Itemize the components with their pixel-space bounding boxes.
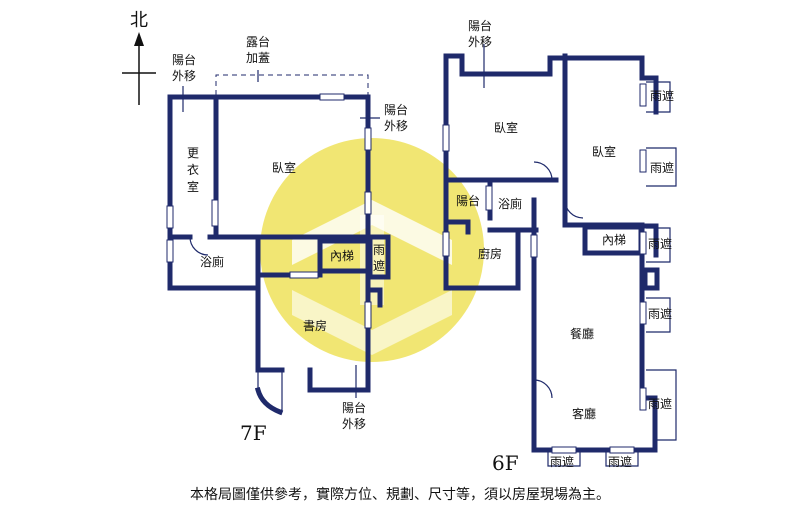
bedroom7-label: 臥室 <box>272 160 296 175</box>
balcony6-move-1: 陽台 <box>468 18 492 33</box>
closet-label-2: 衣 <box>187 162 199 177</box>
bed6r-door-arc <box>564 199 584 219</box>
bed6-door-arc <box>533 161 553 181</box>
rain-shelter-outlines <box>547 81 677 467</box>
balcony-move-s-2: 外移 <box>342 417 366 431</box>
floor-6f-labels: 陽台 外移 臥室 臥室 陽台 浴廁 廚房 內梯 餐廳 客廳 雨遮 雨遮 雨遮 雨… <box>456 18 674 475</box>
bath7-label: 浴廁 <box>200 254 224 269</box>
balcony-move-ne-1: 陽台 <box>384 102 408 117</box>
living-label: 客廳 <box>572 406 596 421</box>
closet-label-3: 室 <box>187 179 199 194</box>
rain7-label-1: 雨 <box>373 243 385 257</box>
terrace-dashed <box>215 74 369 95</box>
dining-label: 餐廳 <box>570 326 594 341</box>
bath6-label: 浴廁 <box>498 196 522 211</box>
floor-6f-title: 6F <box>492 451 519 475</box>
balcony-move-ne-2: 外移 <box>384 119 408 133</box>
bedroom6-left-label: 臥室 <box>494 120 518 135</box>
balcony6-label: 陽台 <box>456 193 480 208</box>
rain6-label-4: 雨遮 <box>648 306 672 321</box>
closet-label-1: 更 <box>187 146 199 160</box>
balcony-move-s-1: 陽台 <box>342 400 366 415</box>
study-label: 書房 <box>303 318 327 333</box>
floor-7f-title: 7F <box>240 421 267 445</box>
rain6-label-6: 雨遮 <box>550 454 574 469</box>
terrace-cover-2: 加蓋 <box>246 51 270 65</box>
stair7-label: 內梯 <box>330 249 354 263</box>
rain6-label-5: 雨遮 <box>648 396 672 411</box>
north-arrow: 北 <box>122 10 156 105</box>
living-door-arc <box>533 379 553 399</box>
study-entry-curve <box>254 386 284 416</box>
bedroom6-right-label: 臥室 <box>592 144 616 159</box>
disclaimer-footer: 本格局圖僅供參考，實際方位、規劃、尺寸等，須以房屋現場為主。 <box>190 487 610 503</box>
balcony6-move-2: 外移 <box>468 35 492 49</box>
kitchen-label: 廚房 <box>478 246 502 261</box>
rain6-label-1: 雨遮 <box>650 88 674 103</box>
rain6-label-7: 雨遮 <box>608 454 632 469</box>
bath7-door-arc <box>189 236 209 256</box>
rain6-label-2: 雨遮 <box>650 160 674 175</box>
floor-7f-labels: 陽台 外移 露台 加蓋 陽台 外移 更 衣 室 臥室 浴廁 內梯 雨 遮 書房 … <box>172 34 408 445</box>
stair6-label: 內梯 <box>602 233 626 247</box>
balcony-move-nw-2: 外移 <box>172 69 196 83</box>
rain6-label-3: 雨遮 <box>648 236 672 251</box>
floor-6f-windows <box>442 83 647 454</box>
floor-7f-windows <box>166 93 372 329</box>
balcony-move-nw-1: 陽台 <box>172 52 196 67</box>
rain7-label-2: 遮 <box>373 258 385 273</box>
floor-6f-walls <box>443 53 660 453</box>
terrace-cover-1: 露台 <box>246 34 270 49</box>
north-label: 北 <box>130 10 148 31</box>
